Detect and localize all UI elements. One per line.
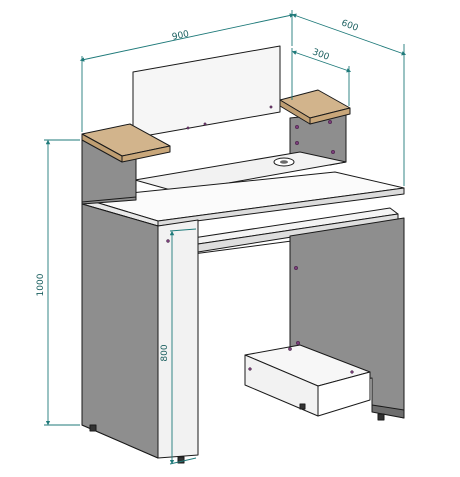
- dim-line-depth: [291, 13, 407, 56]
- desk-top-right-edge: [157, 187, 405, 227]
- foot: [377, 413, 385, 421]
- screw-holes: [166, 105, 354, 374]
- foot: [299, 403, 306, 410]
- cable-grommet: [273, 157, 295, 167]
- dim-label-total-height: 1000: [36, 273, 46, 296]
- right-leg-panel-edge: [371, 404, 405, 419]
- footrest-side: [244, 354, 319, 417]
- dim-label-width: 900: [171, 29, 190, 42]
- dim-label-shelf-depth: 300: [311, 47, 331, 62]
- dim-label-depth: 600: [340, 18, 360, 33]
- right-wood-shelf-side: [279, 99, 311, 125]
- left-wood-shelf-side: [81, 133, 123, 163]
- dim-line-width: [79, 13, 295, 62]
- dim-line-shelf-depth: [291, 50, 352, 73]
- hutch-back-panel: [132, 45, 281, 139]
- dimension-lines: [44, 10, 407, 465]
- left-side-panel-front: [81, 203, 159, 459]
- foot: [89, 424, 97, 432]
- dim-label-desk-height: 800: [160, 344, 170, 361]
- foot: [177, 456, 185, 464]
- left-side-panel-edge: [157, 219, 199, 459]
- desk-illustration: [81, 45, 405, 464]
